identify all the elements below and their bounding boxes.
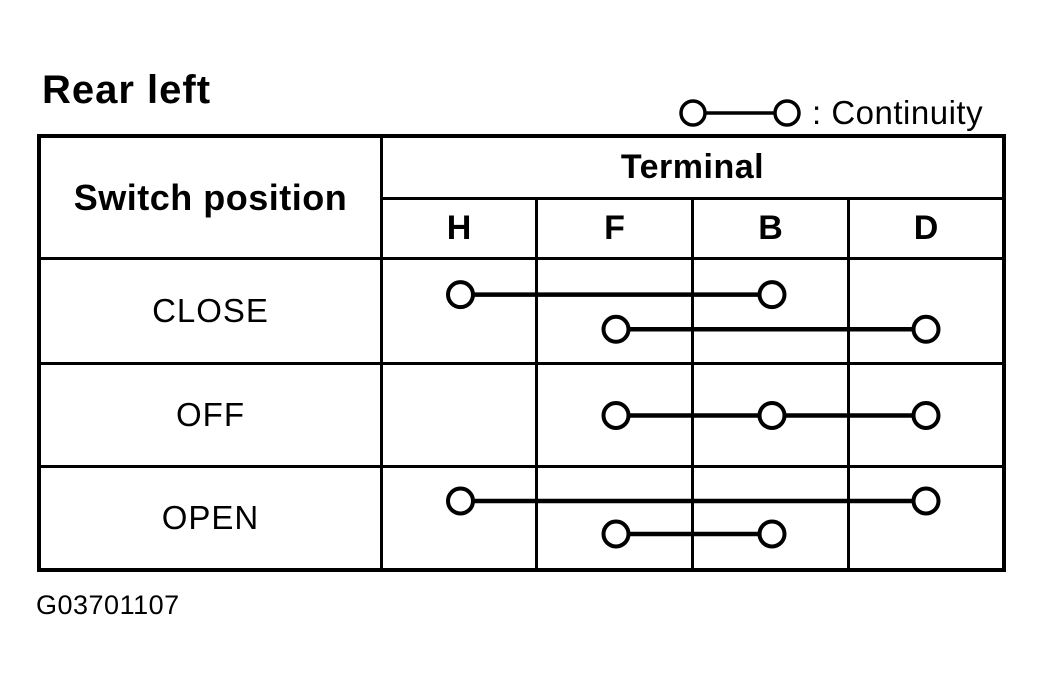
switch-position-header: Switch position (41, 138, 383, 260)
terminal-header-H: H (383, 200, 538, 260)
switch-position-off: OFF (41, 365, 383, 468)
continuity-link-icon (679, 99, 801, 127)
terminal-header-B: B (694, 200, 850, 260)
cell-close-H (383, 260, 538, 365)
cell-off-D (850, 365, 1002, 468)
figure-id: G03701107 (36, 590, 180, 620)
terminal-group-header: Terminal (383, 138, 1002, 200)
cell-off-B (694, 365, 850, 468)
terminal-header-D: D (850, 200, 1002, 260)
cell-off-F (538, 365, 694, 468)
page-title: Rear left (42, 68, 212, 112)
cell-open-H (383, 468, 538, 568)
cell-open-B (694, 468, 850, 568)
cell-open-D (850, 468, 1002, 568)
switch-position-open: OPEN (41, 468, 383, 568)
terminal-header-F: F (538, 200, 694, 260)
switch-position-close: CLOSE (41, 260, 383, 365)
continuity-legend: : Continuity (676, 94, 983, 132)
cell-close-B (694, 260, 850, 365)
cell-close-F (538, 260, 694, 365)
legend-label: : Continuity (812, 94, 984, 131)
cell-close-D (850, 260, 1002, 365)
cell-off-H (383, 365, 538, 468)
cell-open-F (538, 468, 694, 568)
